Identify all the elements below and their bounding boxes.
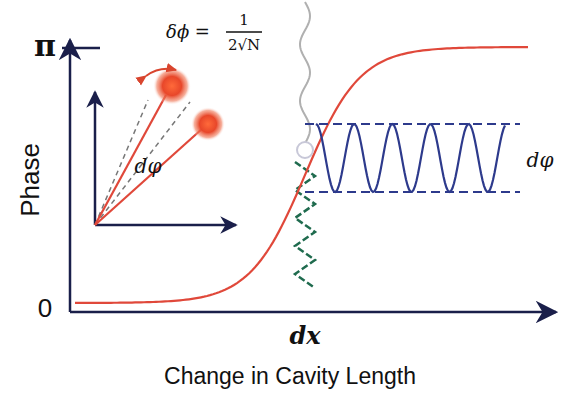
phasor-blob [153, 67, 191, 105]
phase-oscillation [316, 124, 505, 192]
phasor-ray [95, 128, 203, 225]
formula-denominator: 2√N [228, 38, 260, 53]
fraction-bar [226, 31, 262, 33]
green-zigzag [295, 162, 315, 288]
pi-tick [62, 47, 100, 50]
operating-point [297, 142, 313, 158]
inset-y-axis [94, 92, 97, 225]
upper-bound [305, 123, 520, 125]
phasor-ray [95, 95, 166, 225]
axis-tick-label: π [34, 31, 56, 61]
formula-text: δϕ = [166, 23, 210, 41]
phase-uncertainty-arc [146, 69, 176, 76]
axis-title: Phase [17, 143, 43, 217]
axis-tick-label: 0 [38, 295, 52, 321]
axis-title: Change in Cavity Length [164, 365, 416, 388]
formula-numerator: 1 [239, 13, 249, 28]
inset-x-axis [95, 224, 236, 227]
x-axis [70, 311, 556, 314]
y-axis [69, 40, 72, 312]
phase-curve [75, 47, 528, 303]
length-change-label: dx [289, 324, 320, 348]
phasor-blob [191, 107, 225, 141]
phase-spread-label: dφ [527, 150, 554, 170]
dashed-ray [95, 102, 190, 225]
phase-spread-label: dφ [135, 156, 162, 176]
grey-wave [300, 2, 310, 142]
